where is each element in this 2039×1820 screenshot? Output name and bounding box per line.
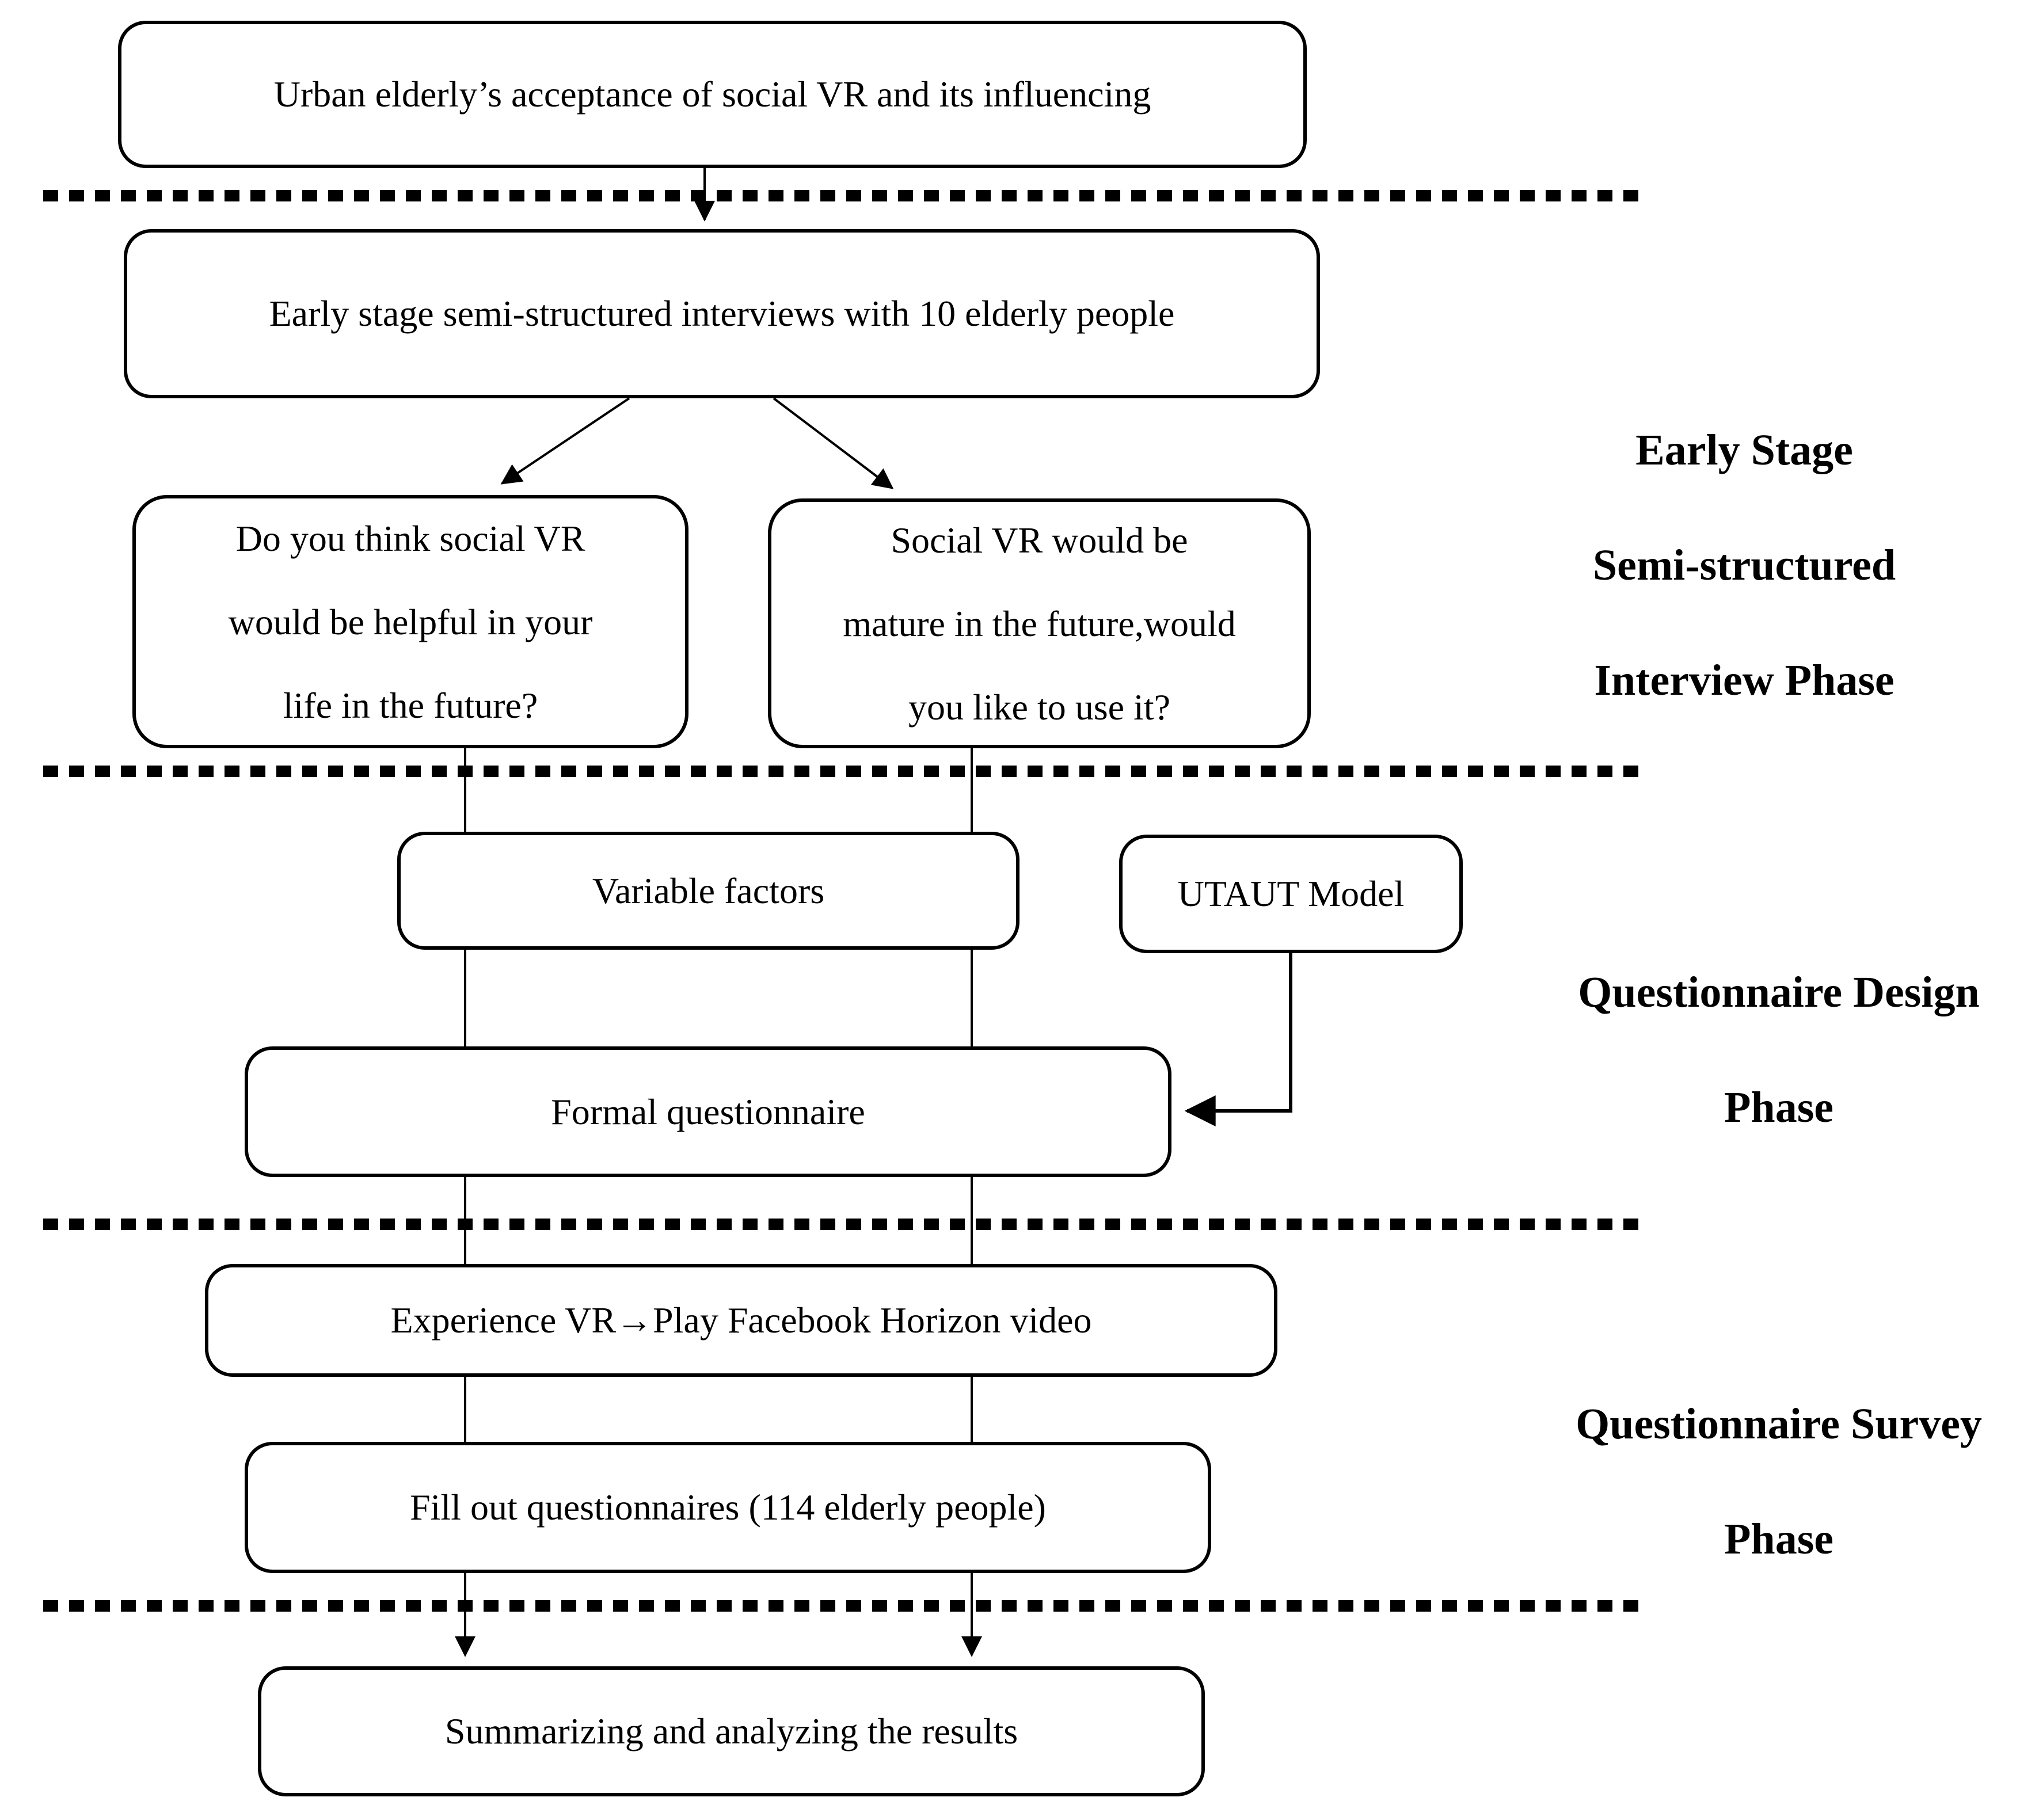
phase-label-line: Questionnaire Design bbox=[1578, 968, 1980, 1016]
node-fill-out-questionnaires: Fill out questionnaires (114 elderly peo… bbox=[245, 1442, 1211, 1573]
phase-label-line: Questionnaire Survey bbox=[1576, 1400, 1982, 1448]
phase-label-survey-phase: Questionnaire Survey Phase bbox=[1520, 1366, 2038, 1597]
node-label-line: Social VR would be bbox=[891, 519, 1188, 561]
node-research-topic: Urban elderly’s acceptance of social VR … bbox=[118, 21, 1307, 168]
node-label: Experience VR→Play Facebook Horizon vide… bbox=[390, 1300, 1092, 1341]
node-label: Urban elderly’s acceptance of social VR … bbox=[273, 74, 1151, 115]
phase-label-line: Early Stage bbox=[1635, 426, 1853, 474]
node-utaut-model: UTAUT Model bbox=[1119, 835, 1463, 953]
node-variable-factors: Variable factors bbox=[397, 832, 1020, 950]
phase-label-design-phase: Questionnaire Design Phase bbox=[1520, 935, 2038, 1165]
arrow-interviews-to-question-right bbox=[773, 397, 894, 489]
phase-label-line: Phase bbox=[1724, 1515, 1833, 1563]
node-summarize-results: Summarizing and analyzing the results bbox=[258, 1666, 1205, 1796]
node-label: Variable factors bbox=[592, 870, 825, 911]
node-experience-vr: Experience VR→Play Facebook Horizon vide… bbox=[205, 1264, 1277, 1377]
node-label: Formal questionnaire bbox=[551, 1091, 865, 1132]
node-question-mature: Social VR would be mature in the future,… bbox=[768, 498, 1311, 748]
node-label-line: life in the future? bbox=[283, 684, 538, 726]
arrow-utaut-to-formal-questionnaire bbox=[1184, 953, 1292, 1126]
node-label: Fill out questionnaires (114 elderly peo… bbox=[410, 1487, 1046, 1528]
node-formal-questionnaire: Formal questionnaire bbox=[245, 1046, 1171, 1177]
phase-label-line: Interview Phase bbox=[1594, 656, 1895, 705]
node-label-line: Do you think social VR bbox=[235, 517, 585, 559]
phase-label-line: Semi-structured bbox=[1592, 541, 1896, 589]
node-label-line: you like to use it? bbox=[908, 686, 1171, 728]
node-label: Early stage semi-structured interviews w… bbox=[269, 293, 1175, 334]
phase-label-interview-phase: Early Stage Semi-structured Interview Ph… bbox=[1520, 393, 1969, 738]
phase-label-line: Phase bbox=[1724, 1083, 1833, 1132]
node-early-interviews: Early stage semi-structured interviews w… bbox=[124, 229, 1320, 398]
node-label: UTAUT Model bbox=[1177, 873, 1405, 914]
node-question-helpful: Do you think social VR would be helpful … bbox=[132, 495, 688, 748]
node-label-line: mature in the future,would bbox=[843, 603, 1236, 644]
arrow-interviews-to-question-left bbox=[500, 397, 630, 485]
node-label: Summarizing and analyzing the results bbox=[444, 1711, 1018, 1752]
node-label-line: would be helpful in your bbox=[228, 601, 593, 642]
